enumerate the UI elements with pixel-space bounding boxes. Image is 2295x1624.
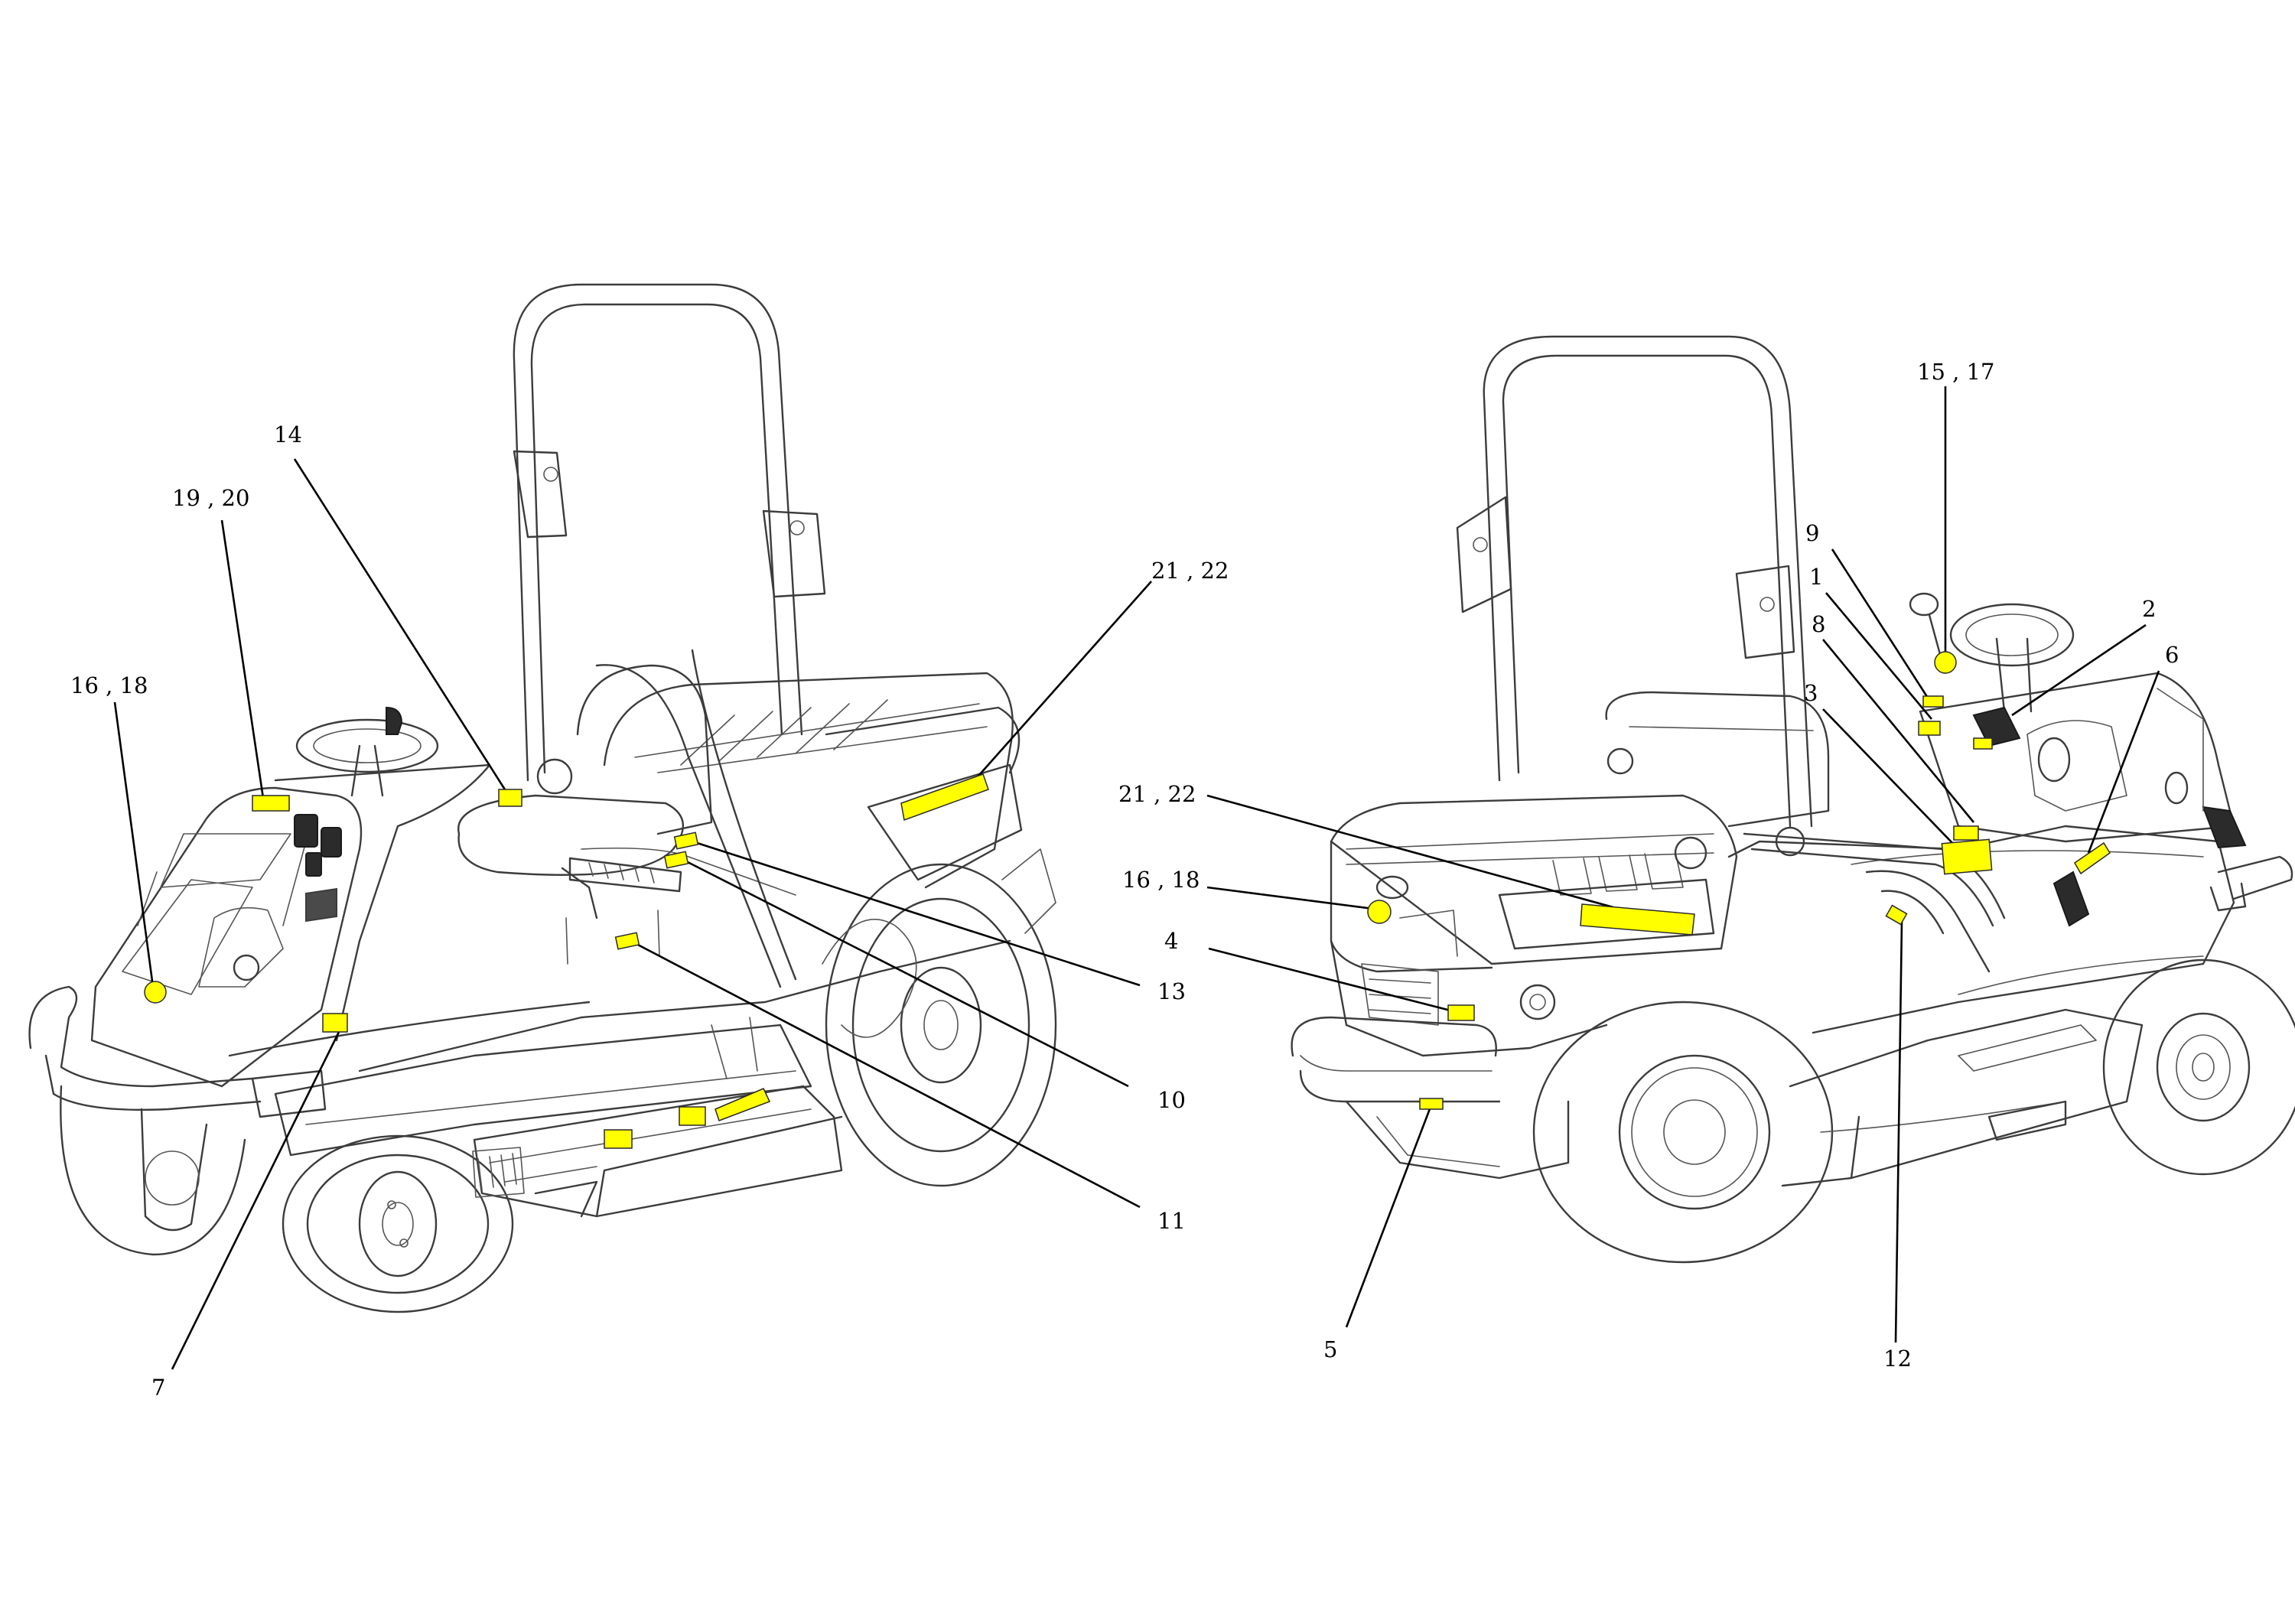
callout-21-22-left: 21 , 22 (1151, 558, 1229, 584)
leader-3 (1822, 708, 1955, 846)
decal-15-17 (1934, 651, 1957, 674)
callout-5: 5 (1323, 1336, 1337, 1362)
decal-2 (1973, 737, 1993, 750)
callout-1: 1 (1809, 564, 1823, 590)
decal-12 (1885, 904, 1908, 926)
leader-14 (293, 458, 510, 796)
callout-8: 8 (1812, 611, 1825, 637)
leader-1 (1825, 592, 1932, 720)
decal-21-22-right (1580, 903, 1695, 936)
decal-16-18-left (144, 981, 167, 1004)
callout-19-20: 19 , 20 (172, 485, 249, 511)
leader-10 (684, 859, 1129, 1088)
decal-21-22-left (900, 773, 989, 822)
leader-5 (1345, 1106, 1432, 1328)
callout-16-18-right: 16 , 18 (1122, 867, 1200, 893)
decal-deck-a (604, 1129, 633, 1149)
mower-view-right (1291, 335, 2295, 1264)
callout-12: 12 (1883, 1346, 1912, 1372)
leader-11 (634, 942, 1141, 1209)
decal-7 (322, 1013, 348, 1033)
callout-16-18-left: 16 , 18 (70, 672, 148, 698)
leader-4 (1208, 947, 1454, 1013)
leader-16-18-left (113, 701, 155, 988)
leader-13 (692, 840, 1141, 987)
decal-13 (673, 832, 699, 850)
callout-13: 13 (1157, 978, 1186, 1004)
callout-3: 3 (1804, 680, 1818, 706)
leader-7 (171, 1028, 342, 1370)
callout-4: 4 (1164, 928, 1178, 954)
leader-19-20 (220, 519, 265, 804)
decal-1 (1918, 721, 1941, 736)
decal-3 (1941, 838, 1993, 875)
decal-5 (1419, 1098, 1444, 1110)
decal-10 (663, 851, 689, 869)
callout-7: 7 (151, 1375, 165, 1401)
decal-19-20 (252, 795, 290, 812)
leader-8 (1821, 639, 1975, 823)
leader-lines (113, 386, 2160, 1370)
callout-11: 11 (1157, 1208, 1186, 1234)
decal-14 (498, 789, 522, 807)
decal-11 (614, 932, 640, 950)
leader-21-22-right (1206, 794, 1672, 925)
decal-16-18-right (1367, 900, 1392, 924)
decal-6 (2074, 841, 2111, 875)
decal-8 (1953, 825, 1979, 841)
decal-4 (1447, 1004, 1475, 1021)
leader-12 (1894, 921, 1903, 1343)
decal-deck-c (715, 1088, 771, 1121)
decal-markers (144, 651, 2111, 1149)
callout-9: 9 (1805, 520, 1819, 546)
mower-view-left (28, 283, 1057, 1313)
decal-deck-b (679, 1106, 706, 1126)
decal-9 (1922, 695, 1944, 708)
callout-2: 2 (2142, 596, 2156, 622)
callout-15-17: 15 , 17 (1917, 359, 1994, 385)
leader-2 (2011, 623, 2147, 717)
callout-10: 10 (1157, 1087, 1186, 1113)
callout-14: 14 (274, 421, 302, 447)
leader-16-18-right (1206, 886, 1374, 910)
leader-21-22-left (967, 581, 1152, 789)
leader-6 (2087, 670, 2160, 854)
leader-9 (1831, 548, 1933, 705)
callout-6: 6 (2165, 642, 2179, 668)
callout-21-22-right: 21 , 22 (1118, 781, 1196, 807)
callout-labels: 14 19 , 20 16 , 18 21 , 22 13 10 11 7 15… (70, 359, 2179, 1401)
